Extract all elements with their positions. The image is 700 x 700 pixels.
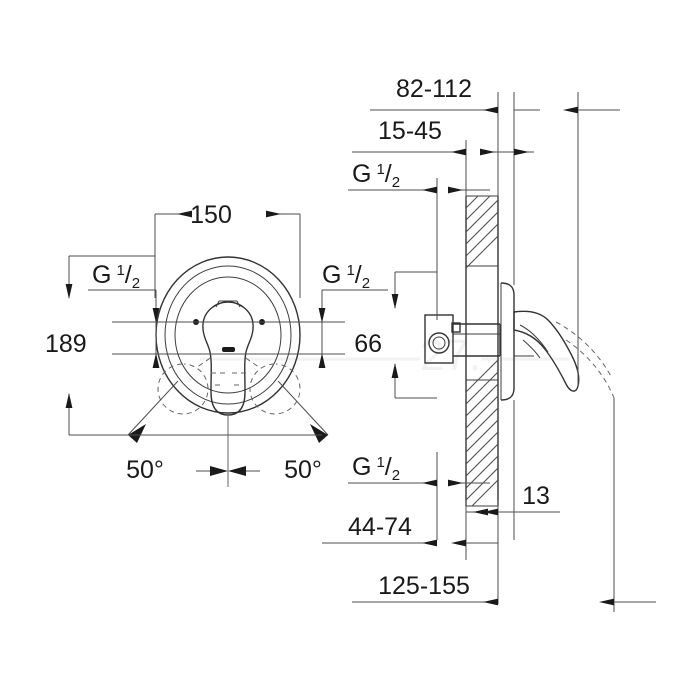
dim-label-15-45: 15-45 xyxy=(378,117,442,145)
svg-text:—————27.——: —————27.—— xyxy=(200,331,569,380)
valve-port-inner xyxy=(432,336,446,350)
escutcheon-plate-profile xyxy=(500,282,515,401)
handle-swing-arc-2 xyxy=(555,321,613,379)
handle-swing-arc xyxy=(565,339,615,399)
angle-arrow-right xyxy=(310,424,328,443)
dim-label-13: 13 xyxy=(522,482,550,510)
lever-side-crease xyxy=(519,324,549,353)
angle-label-right: 50° xyxy=(284,456,322,484)
escutcheon-inner-ring xyxy=(164,265,292,405)
angle-arrow-left xyxy=(128,424,146,443)
handle-marker-slot xyxy=(222,347,235,352)
hidden-line-left xyxy=(194,357,211,369)
dim-label-82-112: 82-112 xyxy=(396,75,472,103)
valve-port-outer xyxy=(428,332,450,354)
hidden-line-right xyxy=(245,357,262,369)
valve-fitting-block xyxy=(451,322,461,333)
lever-side-profile xyxy=(513,310,580,392)
handle-notch-left xyxy=(215,300,220,308)
handle-notch-right xyxy=(236,300,241,308)
dim-label-44-74: 44-74 xyxy=(348,513,412,541)
watermark: —————27.—— xyxy=(200,331,569,380)
dim-label-150: 150 xyxy=(190,201,232,229)
lever-side-crease-2 xyxy=(522,339,541,359)
center-tick-arrow-left xyxy=(210,466,228,476)
angle-leader-left xyxy=(127,380,179,436)
escutcheon-inner-ring-2 xyxy=(174,276,282,394)
dim-label-66: 66 xyxy=(354,330,382,358)
valve-body xyxy=(424,314,454,364)
angle-label-left: 50° xyxy=(126,456,164,484)
angle-leader-right xyxy=(277,380,329,436)
center-tick-arrow-right xyxy=(228,466,246,476)
dim-label-189: 189 xyxy=(45,330,87,358)
dim-label-125-155: 125-155 xyxy=(378,572,470,600)
wall-hatching xyxy=(466,196,498,506)
